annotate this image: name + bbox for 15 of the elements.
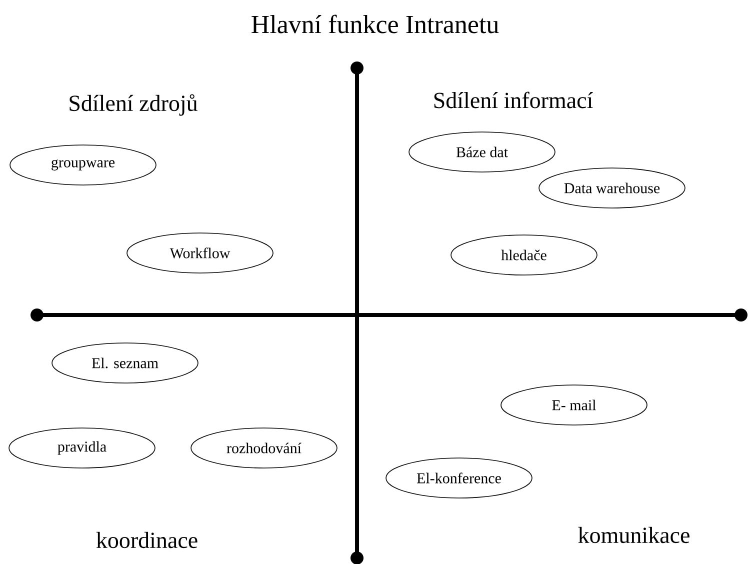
quadrant-label: Sdílení zdrojů [70,94,198,116]
quadrant-label: komunikace [578,526,690,544]
ellipse-node: Báze dat [408,132,556,172]
ellipse-node: hledače [450,234,598,276]
ellipse-node: groupware [10,144,156,186]
quadrant-label: koordinace [96,532,198,548]
title: Hlavní funkce Intranetu [252,14,499,34]
ellipse-node: El-konference [386,458,532,498]
ellipse-node: El. seznam [52,342,198,384]
quadrant-label: Sdílení informací [434,92,593,108]
ellipse-node: rozhodování [190,428,338,468]
ellipse-node: Data warehouse [538,168,686,208]
ellipse-node: Workflow [126,232,274,274]
ellipse-node: E- mail [500,384,648,426]
ellipse-node: pravidla [8,428,156,468]
